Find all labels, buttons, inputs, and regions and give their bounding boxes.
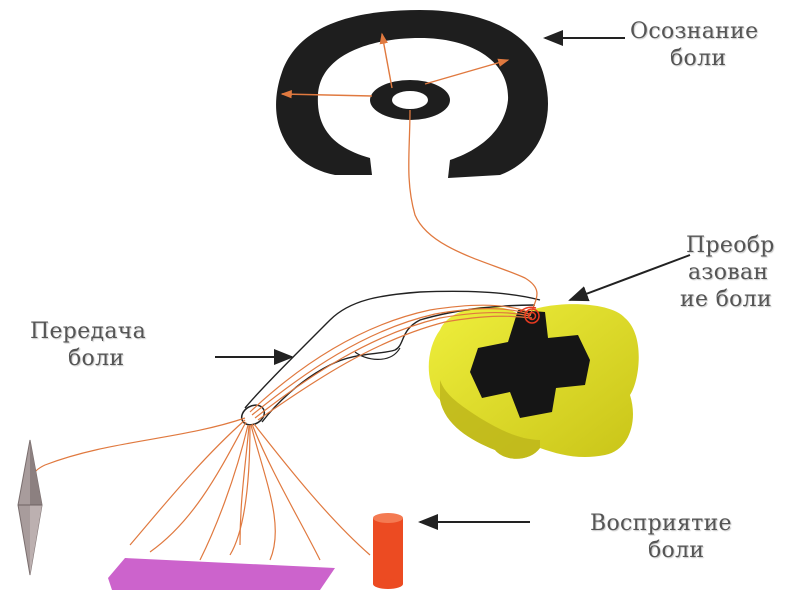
spinal-cord-segment <box>429 304 639 459</box>
label-pain-transmission: Передача боли <box>30 318 146 372</box>
label-pain-modulation: Преобр азован ие боли <box>682 232 775 313</box>
crystal-stimulus <box>18 440 42 575</box>
label-pain-awareness: Осознание боли <box>630 18 758 72</box>
receptor-cylinder <box>373 513 403 589</box>
label-pain-perception: Восприятие боли <box>590 510 732 564</box>
skin-strip <box>108 558 335 590</box>
peripheral-fibers <box>32 418 370 560</box>
